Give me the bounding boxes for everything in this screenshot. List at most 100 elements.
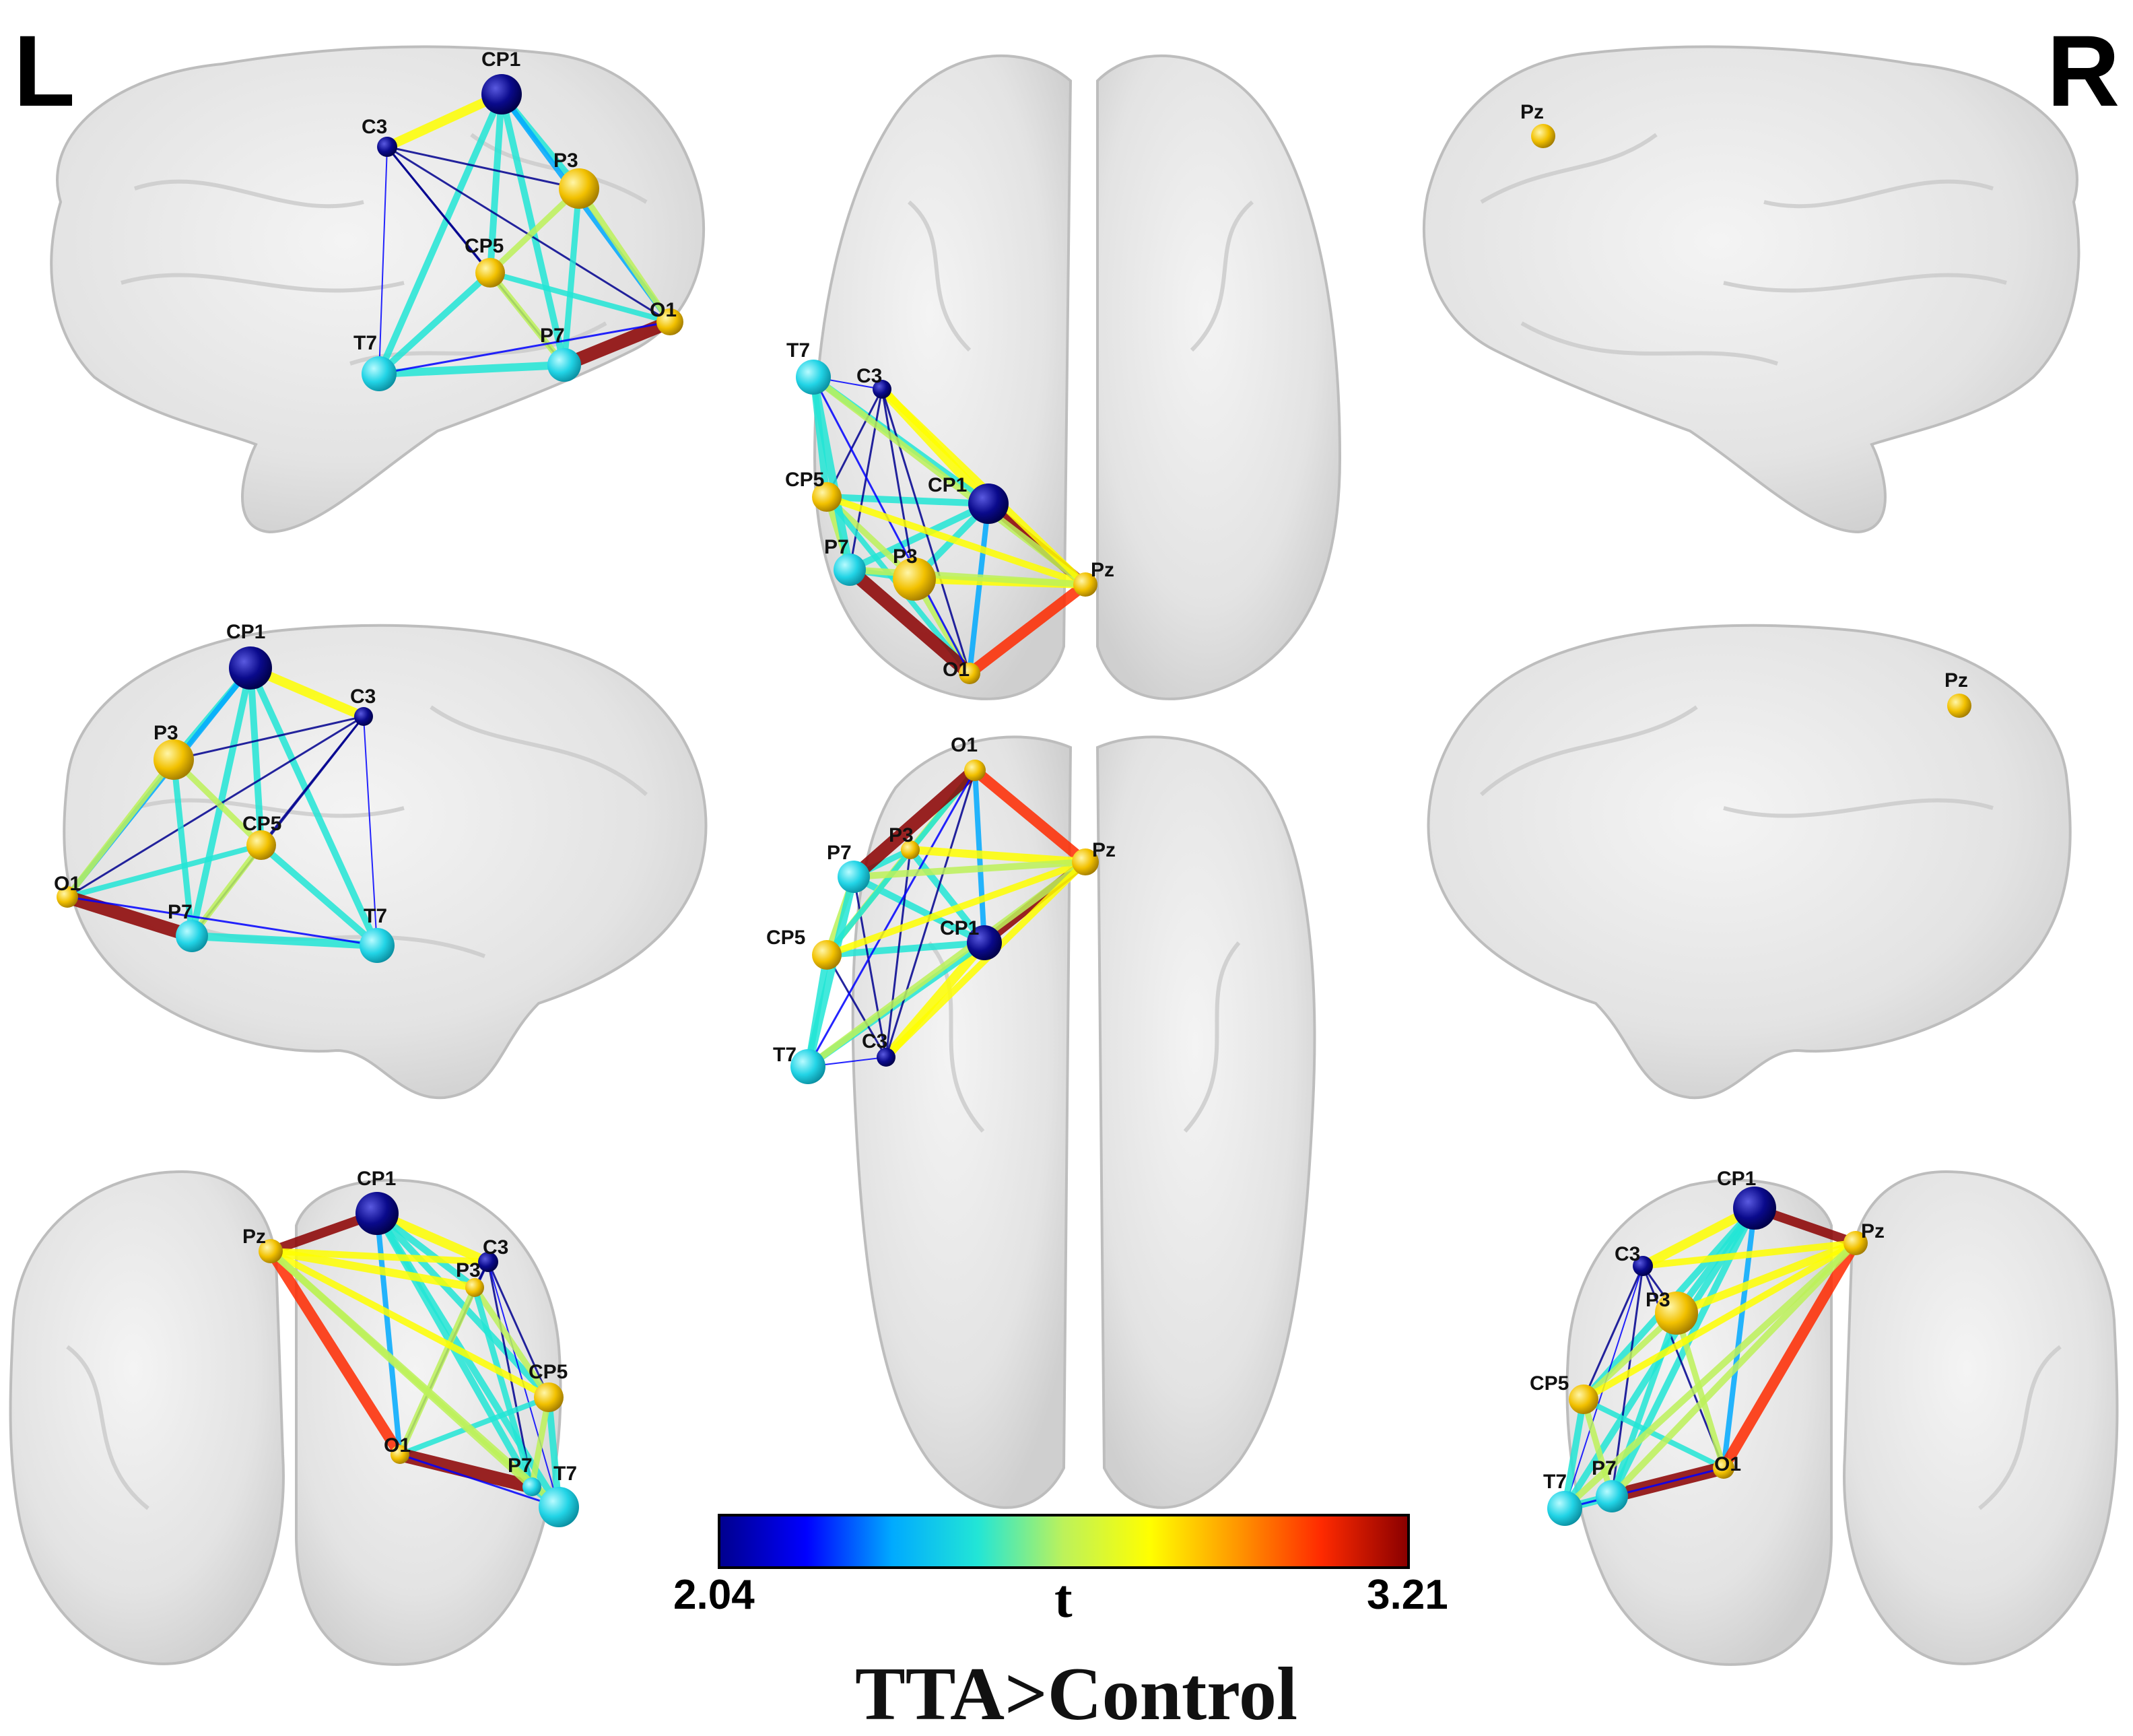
node-label-cp5: CP5 — [529, 1361, 568, 1383]
node-label-cp1: CP1 — [928, 474, 967, 496]
edge-p7-o1 — [61, 890, 199, 943]
node-label-c3: C3 — [862, 1030, 887, 1053]
node-p3 — [901, 840, 920, 859]
node-label-cp1: CP1 — [357, 1168, 396, 1190]
edge-pz-t7 — [805, 859, 1089, 1070]
edge-cp1-p7 — [850, 873, 988, 946]
colorbar-max-label: 3.21 — [1367, 1572, 1448, 1618]
node-t7 — [539, 1487, 579, 1527]
edge-cp1-p7 — [846, 500, 992, 573]
edge-c3-p7 — [848, 388, 883, 571]
node-label-t7: T7 — [364, 905, 387, 927]
edge-cp5-t7 — [376, 269, 494, 377]
node-label-cp5: CP5 — [242, 813, 281, 835]
edge-pz-cp5 — [823, 494, 1089, 588]
right-hemisphere-label: R — [2047, 14, 2120, 127]
edge-cp5-o1 — [397, 1395, 551, 1457]
edge-pz-p3 — [267, 1247, 479, 1292]
node-p7 — [547, 348, 581, 382]
t-colorbar — [718, 1514, 1410, 1569]
node-label-t7: T7 — [553, 1463, 577, 1485]
edge-c3-p3 — [881, 388, 916, 580]
node-o1 — [964, 760, 986, 781]
node-pz — [1947, 694, 1971, 718]
node-p3 — [1655, 1292, 1698, 1335]
node-label-c3: C3 — [483, 1236, 508, 1259]
node-cp1 — [229, 646, 272, 690]
node-label-pz: Pz — [1520, 101, 1544, 123]
ventral-brain-right — [1095, 735, 1316, 1509]
node-label-o1: O1 — [1714, 1453, 1741, 1475]
node-label-pz: Pz — [1944, 669, 1968, 692]
edge-t7-o1 — [807, 769, 976, 1068]
node-t7 — [360, 928, 395, 963]
edge-c3-p7 — [852, 875, 887, 1059]
edge-p3-o1 — [576, 185, 673, 325]
node-label-c3: C3 — [1615, 1243, 1640, 1265]
edge-cp1-cp5 — [823, 494, 992, 507]
edge-c3-t7 — [378, 146, 388, 374]
node-label-cp1: CP1 — [226, 621, 265, 643]
colorbar-min-label: 2.04 — [673, 1572, 755, 1618]
edge-pz-c3 — [1639, 1240, 1859, 1269]
edge-cp5-p7 — [529, 1394, 552, 1490]
node-label-p3: P3 — [456, 1259, 481, 1281]
node-cp1 — [1733, 1187, 1776, 1230]
node-label-p7: P7 — [827, 842, 852, 864]
node-label-pz: Pz — [1091, 559, 1114, 581]
node-label-cp5: CP5 — [785, 469, 824, 491]
node-p7 — [176, 920, 208, 952]
node-p3 — [154, 739, 194, 780]
edge-pz-t7 — [810, 374, 1089, 588]
edge-p3-cp5 — [170, 756, 265, 848]
edge-pz-cp5 — [823, 859, 1089, 958]
comparison-title: TTA>Control — [855, 1652, 1298, 1736]
node-label-pz: Pz — [1092, 839, 1116, 861]
node-label-o1: O1 — [951, 734, 978, 756]
node-label-p3: P3 — [893, 545, 918, 568]
left-lateral-edges — [375, 90, 677, 378]
edge-cp5-o1 — [1581, 1397, 1726, 1471]
edge-t7-p7 — [809, 373, 854, 574]
node-label-p7: P7 — [824, 536, 849, 558]
edge-t7-o1 — [66, 896, 378, 947]
node-cp1 — [481, 74, 522, 114]
node-label-p7: P7 — [508, 1455, 533, 1477]
node-label-pz: Pz — [1861, 1220, 1885, 1242]
edge-cp1-cp5 — [487, 91, 505, 276]
left-medial-brain — [63, 624, 708, 1100]
edge-t7-o1 — [378, 321, 671, 375]
node-cp5 — [812, 482, 842, 512]
edge-cp1-o1 — [967, 501, 991, 676]
node-label-cp1: CP1 — [1717, 1168, 1756, 1190]
edge-cp5-t7 — [1561, 1396, 1587, 1512]
node-label-p3: P3 — [889, 824, 914, 846]
edge-pz-p3 — [1672, 1239, 1860, 1317]
node-pz — [1843, 1231, 1868, 1255]
node-label-t7: T7 — [1543, 1471, 1567, 1493]
left-posterior-edges — [265, 1209, 563, 1511]
left-medial-edges — [61, 663, 381, 949]
node-label-c3: C3 — [856, 365, 882, 387]
node-cp1 — [968, 483, 1009, 524]
node-cp5 — [1569, 1384, 1598, 1414]
node-label-c3: C3 — [362, 116, 387, 138]
edge-cp5-o1 — [487, 270, 673, 325]
node-cp1 — [356, 1192, 399, 1235]
node-label-cp5: CP5 — [766, 927, 805, 949]
edge-cp1-t7 — [376, 91, 505, 377]
edge-pz-c3 — [267, 1248, 492, 1265]
edge-pz-t7 — [1561, 1240, 1859, 1512]
edge-pz-cp5 — [267, 1248, 552, 1401]
node-label-t7: T7 — [773, 1044, 797, 1066]
node-cp5 — [246, 830, 276, 860]
edge-t7-o1 — [399, 1453, 560, 1508]
edge-p3-p7 — [170, 756, 195, 939]
edge-cp5-o1 — [824, 768, 978, 958]
node-label-cp5: CP5 — [1530, 1372, 1569, 1395]
edge-pz-cp5 — [1580, 1240, 1859, 1403]
